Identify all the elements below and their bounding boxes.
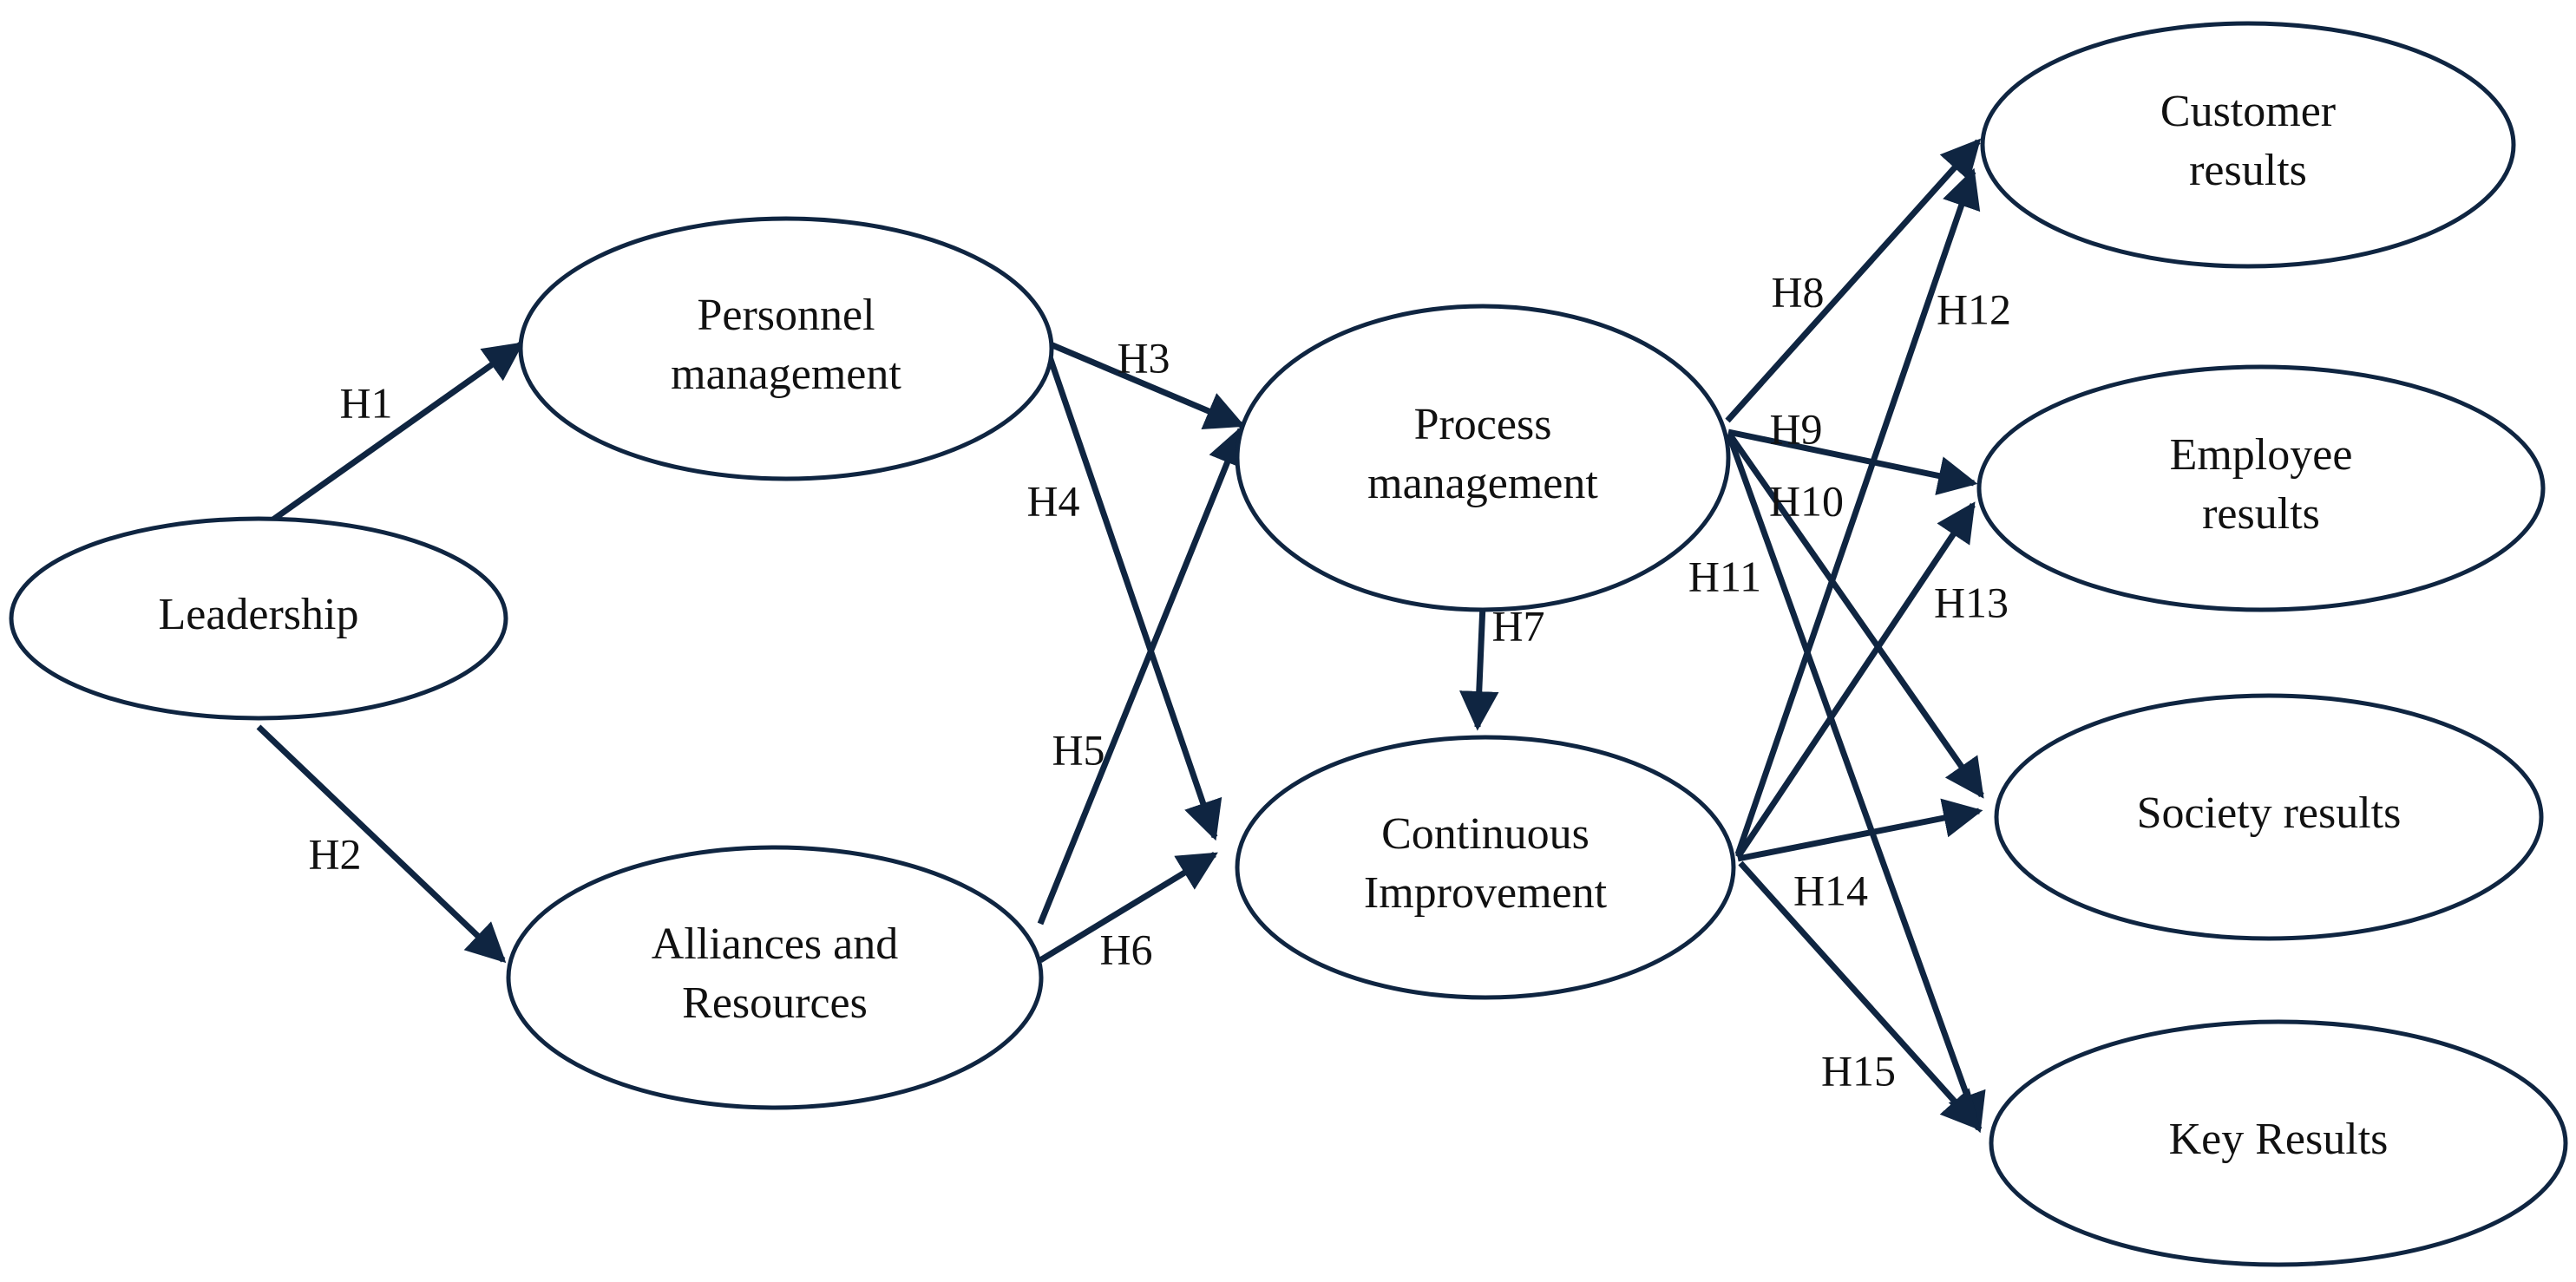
edge-h15: H15 xyxy=(1738,860,1982,1131)
edge-arrow-h8 xyxy=(1725,138,1982,423)
edge-label-h2: H2 xyxy=(308,829,361,878)
node-customer-label-line: Customer xyxy=(2160,87,2336,136)
edge-arrow-h10 xyxy=(1727,431,1984,799)
edge-arrow-h4 xyxy=(1043,345,1222,841)
node-process-label-line: management xyxy=(1367,459,1598,508)
edge-arrow-h12 xyxy=(1734,167,1981,856)
edge-arrow-h14 xyxy=(1737,798,1983,862)
edge-arrow-h13 xyxy=(1735,501,1976,859)
edge-label-h14: H14 xyxy=(1793,866,1868,914)
edge-arrow-h1 xyxy=(253,342,524,534)
edge-label-h13: H13 xyxy=(1934,578,2009,626)
edge-h13: H13 xyxy=(1735,501,2009,859)
edge-arrow-h9 xyxy=(1727,428,1978,495)
node-alliances-label-line: Alliances and xyxy=(652,919,898,969)
node-personnel: Personnel management xyxy=(518,216,1054,481)
node-alliances-ellipse xyxy=(506,845,1044,1110)
edge-h5: H5 xyxy=(1037,425,1246,926)
edge-h3: H3 xyxy=(1045,333,1246,430)
edge-label-h6: H6 xyxy=(1099,925,1152,973)
node-customer: Customer results xyxy=(1980,21,2516,269)
node-employee-ellipse xyxy=(1976,364,2546,612)
node-employee-label-line: results xyxy=(2202,489,2320,539)
edge-h14: H14 xyxy=(1737,798,1983,914)
node-leadership-ellipse xyxy=(9,516,508,721)
edge-arrow-h6 xyxy=(1039,852,1218,963)
edge-label-h4: H4 xyxy=(1026,476,1079,525)
edge-arrow-h15 xyxy=(1738,860,1982,1131)
node-key-label-line: Key Results xyxy=(2169,1115,2389,1164)
node-process: Process management xyxy=(1235,304,1731,612)
node-personnel-label-line: Personnel xyxy=(697,291,875,340)
node-employee: Employee results xyxy=(1976,364,2546,612)
edge-h2: H2 xyxy=(256,724,507,964)
edge-label-h8: H8 xyxy=(1771,267,1824,316)
node-process-ellipse xyxy=(1235,304,1731,612)
node-society-label-line: Society results xyxy=(2137,788,2402,838)
node-continuous-label-line: Continuous xyxy=(1381,809,1590,859)
edge-label-h1: H1 xyxy=(339,378,392,427)
node-continuous-ellipse xyxy=(1235,735,1736,1000)
node-employee-label-line: Employee xyxy=(2170,430,2353,480)
node-society: Society results xyxy=(1994,693,2544,941)
edge-label-h11: H11 xyxy=(1688,552,1761,600)
node-customer-label-line: results xyxy=(2189,146,2307,195)
node-personnel-ellipse xyxy=(518,216,1054,481)
node-process-label-line: Process xyxy=(1414,400,1552,449)
edge-arrow-h11 xyxy=(1726,434,1986,1134)
edge-arrow-h5 xyxy=(1037,425,1246,926)
edge-h4: H4 xyxy=(1026,345,1222,841)
node-personnel-label-line: management xyxy=(671,350,901,399)
node-leadership: Leadership xyxy=(9,516,508,721)
edge-h10: H10 xyxy=(1727,431,1984,799)
edge-label-h9: H9 xyxy=(1769,404,1822,453)
edge-h9: H9 xyxy=(1727,404,1978,495)
edge-label-h12: H12 xyxy=(1937,285,2011,333)
node-customer-ellipse xyxy=(1980,21,2516,269)
node-continuous-label-line: Improvement xyxy=(1364,868,1608,918)
edge-h6: H6 xyxy=(1039,852,1218,973)
node-key: Key Results xyxy=(1989,1019,2568,1267)
node-key-ellipse xyxy=(1989,1019,2568,1267)
edge-arrow-h2 xyxy=(256,724,507,964)
edge-h12: H12 xyxy=(1734,167,2011,856)
edge-h11: H11 xyxy=(1688,434,1986,1134)
node-leadership-label-line: Leadership xyxy=(158,590,358,639)
edge-label-h3: H3 xyxy=(1117,333,1170,382)
node-alliances-label-line: Resources xyxy=(682,978,868,1028)
edge-label-h10: H10 xyxy=(1769,476,1844,525)
edge-h8: H8 xyxy=(1725,138,1982,423)
node-society-ellipse xyxy=(1994,693,2544,941)
edge-label-h15: H15 xyxy=(1821,1046,1896,1095)
edge-arrow-h3 xyxy=(1045,339,1246,430)
edge-label-h5: H5 xyxy=(1052,725,1104,774)
edge-h1: H1 xyxy=(253,342,524,534)
